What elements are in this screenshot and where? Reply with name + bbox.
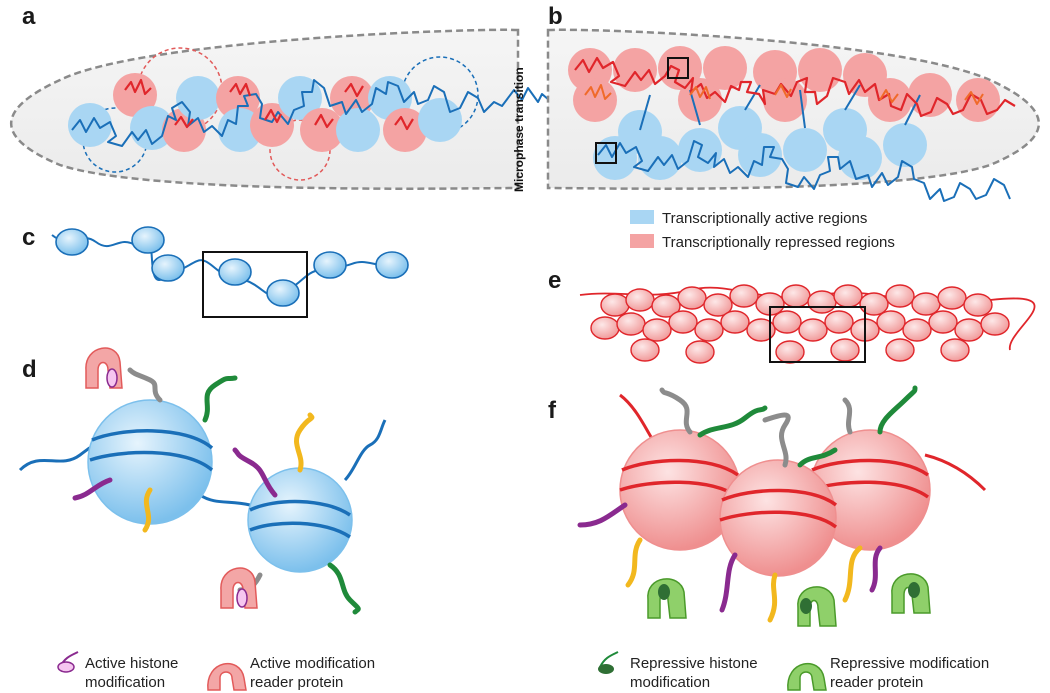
repressive-reader-legend-line1: Repressive modification: [830, 655, 989, 672]
active-region-label: Transcriptionally active regions: [662, 210, 867, 227]
active-reader-protein-2: [220, 567, 258, 609]
repressive-reader-legend-icon: [787, 662, 827, 691]
repressed-region-swatch: [630, 234, 654, 248]
panel-label-f: f: [548, 397, 557, 424]
panel-label-d: d: [22, 356, 37, 383]
panel-b-domains: [568, 46, 1016, 202]
panel-e-repressed-fiber: [579, 284, 1036, 364]
panel-f-repressed-nucleosomes: [577, 385, 987, 627]
repressive-mod-legend-line1: Repressive histone: [630, 655, 758, 672]
active-nucleosome-1: [87, 399, 213, 525]
repressive-reader-protein-1: [647, 578, 687, 619]
region-legend: Transcriptionally active regions Transcr…: [630, 210, 895, 251]
panel-label-b: b: [548, 3, 563, 30]
repressed-nucleosome-2: [719, 459, 837, 577]
active-nucleosome-2: [247, 467, 353, 573]
repressive-reader-protein-3: [891, 573, 931, 614]
active-mod-legend-line2: modification: [85, 674, 165, 691]
active-reader-legend-icon: [207, 662, 247, 691]
active-region-swatch: [630, 210, 654, 224]
panel-label-c: c: [22, 224, 35, 251]
zoom-box-c: [202, 251, 308, 318]
panel-label-e: e: [548, 267, 561, 294]
active-reader-legend-line1: Active modification: [250, 655, 375, 672]
active-mod-legend-line1: Active histone: [85, 655, 178, 672]
active-legend: Active histone modification Active modif…: [57, 651, 375, 691]
transition-label: Microphase transition: [512, 67, 526, 192]
repressive-reader-legend-line2: reader protein: [830, 674, 923, 691]
repressive-legend: Repressive histone modification Repressi…: [598, 651, 989, 691]
panel-label-a: a: [22, 3, 36, 30]
repressive-mod-legend-icon: [599, 651, 619, 668]
active-reader-protein-1: [85, 347, 123, 389]
active-reader-legend-line2: reader protein: [250, 674, 343, 691]
panel-d-active-nucleosomes: [18, 347, 387, 615]
repressive-mod-legend-line2: modification: [630, 674, 710, 691]
zoom-box-e: [769, 306, 866, 363]
panel-a-domains: [68, 47, 557, 181]
repressive-reader-protein-2: [797, 586, 837, 627]
repressed-region-label: Transcriptionally repressed regions: [662, 234, 895, 251]
panel-c-active-fiber: [51, 226, 409, 318]
